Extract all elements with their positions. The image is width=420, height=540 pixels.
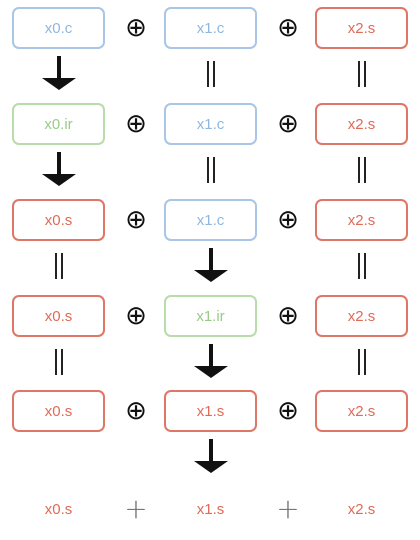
term-box: x1.c bbox=[164, 199, 257, 241]
term-box: x1.ir bbox=[164, 295, 257, 337]
parallel-equal-icon bbox=[342, 246, 382, 286]
plus-operator: + bbox=[276, 491, 300, 525]
term-box: x0.c bbox=[12, 7, 105, 49]
plus-operator: + bbox=[124, 491, 148, 525]
down-arrow-icon bbox=[34, 150, 84, 190]
down-arrow-icon bbox=[186, 342, 236, 382]
term-box: x1.c bbox=[164, 103, 257, 145]
xor-operator: ⊕ bbox=[125, 301, 147, 331]
parallel-equal-icon bbox=[342, 150, 382, 190]
final-term: x1.s bbox=[196, 500, 225, 518]
xor-operator: ⊕ bbox=[277, 13, 299, 43]
down-arrow-icon bbox=[186, 246, 236, 286]
final-term: x2.s bbox=[347, 500, 376, 518]
down-arrow-icon bbox=[186, 437, 236, 477]
parallel-equal-icon bbox=[191, 54, 231, 94]
term-box: x2.s bbox=[315, 390, 408, 432]
xor-operator: ⊕ bbox=[125, 109, 147, 139]
term-box: x1.s bbox=[164, 390, 257, 432]
final-term: x0.s bbox=[44, 500, 73, 518]
term-box: x0.s bbox=[12, 390, 105, 432]
term-box: x2.s bbox=[315, 199, 408, 241]
term-box: x0.s bbox=[12, 295, 105, 337]
parallel-equal-icon bbox=[191, 150, 231, 190]
parallel-equal-icon bbox=[342, 54, 382, 94]
term-box: x2.s bbox=[315, 295, 408, 337]
term-box: x2.s bbox=[315, 7, 408, 49]
xor-operator: ⊕ bbox=[125, 205, 147, 235]
xor-operator: ⊕ bbox=[125, 396, 147, 426]
parallel-equal-icon bbox=[39, 246, 79, 286]
down-arrow-icon bbox=[34, 54, 84, 94]
xor-operator: ⊕ bbox=[277, 396, 299, 426]
xor-operator: ⊕ bbox=[277, 301, 299, 331]
parallel-equal-icon bbox=[342, 342, 382, 382]
term-box: x0.s bbox=[12, 199, 105, 241]
term-box: x1.c bbox=[164, 7, 257, 49]
xor-operator: ⊕ bbox=[125, 13, 147, 43]
term-box: x0.ir bbox=[12, 103, 105, 145]
xor-operator: ⊕ bbox=[277, 205, 299, 235]
xor-operator: ⊕ bbox=[277, 109, 299, 139]
term-box: x2.s bbox=[315, 103, 408, 145]
parallel-equal-icon bbox=[39, 342, 79, 382]
